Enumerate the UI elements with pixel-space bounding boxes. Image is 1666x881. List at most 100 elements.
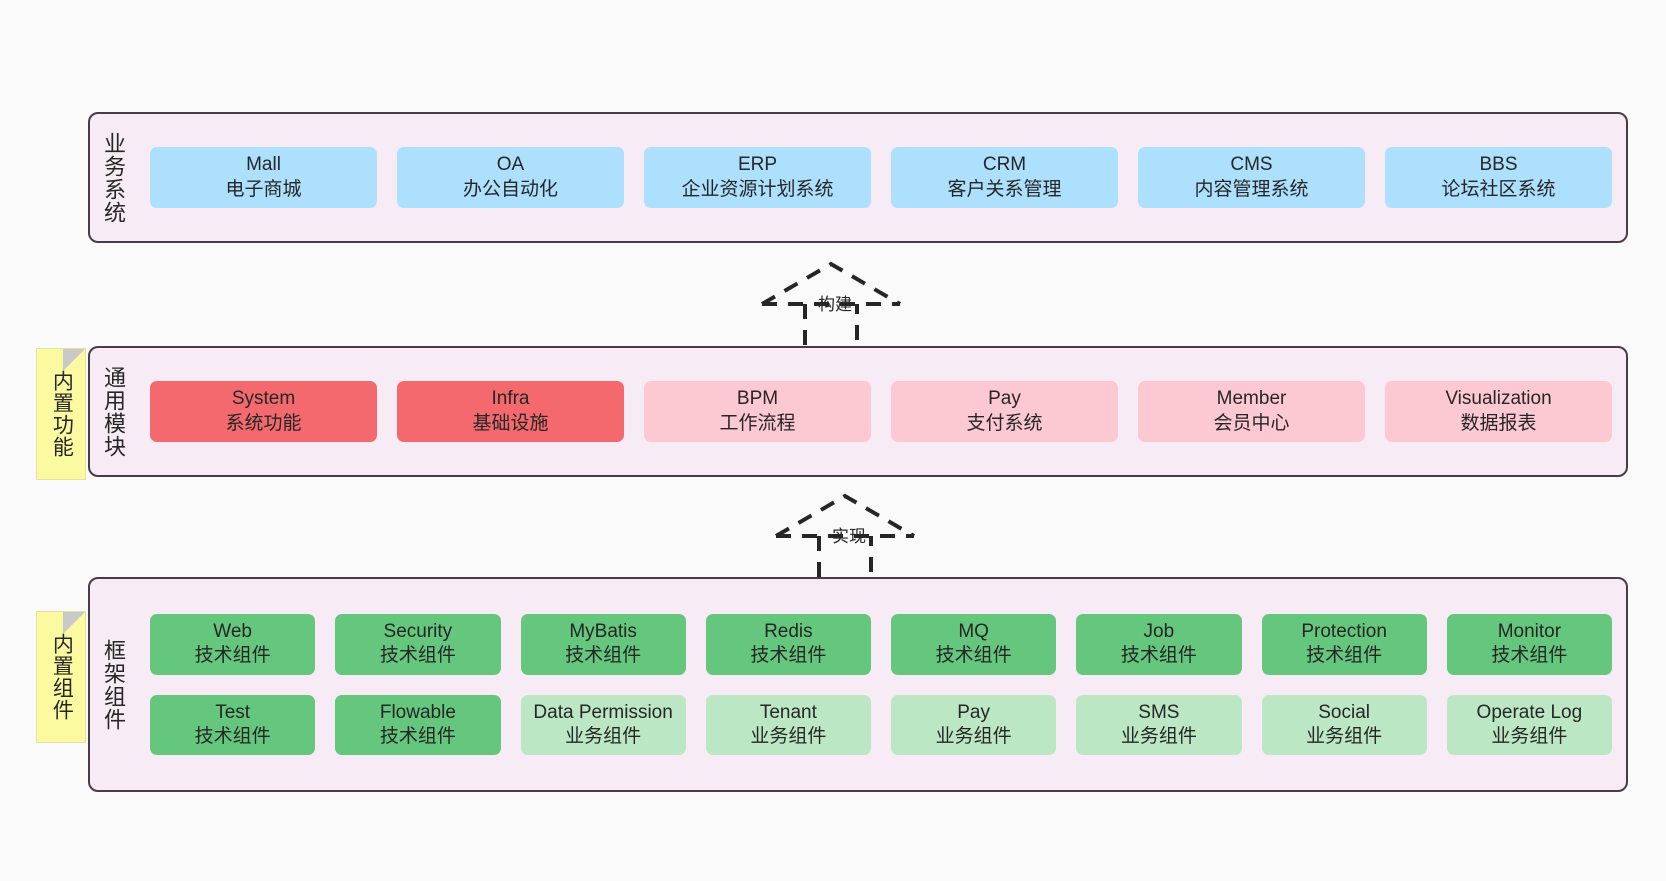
layer-common-module-body: System 系统功能 Infra 基础设施 BPM 工作流程 Pay 支付系统… bbox=[136, 348, 1626, 475]
card-subtitle: 技术组件 bbox=[565, 645, 642, 667]
card-subtitle: 工作流程 bbox=[719, 412, 796, 434]
card-crm[interactable]: CRM 客户关系管理 bbox=[891, 147, 1118, 208]
layer-business-system-title: 业务系统 bbox=[100, 131, 126, 224]
card-title: CMS bbox=[1230, 154, 1273, 176]
card-title: Protection bbox=[1301, 620, 1387, 642]
card-redis[interactable]: Redis 技术组件 bbox=[705, 613, 871, 675]
card-subtitle: 会员中心 bbox=[1213, 412, 1290, 434]
card-subtitle: 内容管理系统 bbox=[1194, 178, 1309, 200]
card-subtitle: 业务组件 bbox=[565, 725, 642, 747]
connector-build-label: 构建 bbox=[818, 295, 852, 314]
card-title: Tenant bbox=[759, 701, 817, 723]
card-title: Mall bbox=[246, 154, 281, 176]
card-title: Test bbox=[215, 701, 251, 723]
card-infra[interactable]: Infra 基础设施 bbox=[397, 381, 624, 442]
card-title: Redis bbox=[764, 620, 813, 642]
connector-build: 构建 bbox=[756, 258, 906, 350]
note-builtin-component: 内置组件 bbox=[36, 611, 86, 743]
card-row: System 系统功能 Infra 基础设施 BPM 工作流程 Pay 支付系统… bbox=[150, 381, 1612, 442]
card-subtitle: 技术组件 bbox=[379, 645, 456, 667]
card-bpm[interactable]: BPM 工作流程 bbox=[644, 381, 871, 442]
card-job[interactable]: Job 技术组件 bbox=[1076, 613, 1242, 675]
card-title: ERP bbox=[737, 154, 778, 176]
card-social[interactable]: Social 业务组件 bbox=[1261, 694, 1427, 756]
card-title: Web bbox=[213, 620, 252, 642]
card-title: Member bbox=[1216, 388, 1287, 410]
card-subtitle: 业务组件 bbox=[1120, 725, 1197, 747]
layer-common-module: 通用模块 System 系统功能 Infra 基础设施 BPM 工作流程 Pay… bbox=[88, 346, 1628, 477]
card-subtitle: 技术组件 bbox=[1491, 645, 1568, 667]
card-title: Monitor bbox=[1497, 620, 1562, 642]
card-subtitle: 业务组件 bbox=[935, 725, 1012, 747]
card-subtitle: 技术组件 bbox=[194, 645, 271, 667]
card-title: Pay bbox=[957, 701, 990, 723]
card-subtitle: 技术组件 bbox=[1306, 645, 1383, 667]
card-subtitle: 支付系统 bbox=[966, 412, 1043, 434]
card-pay[interactable]: Pay 支付系统 bbox=[891, 381, 1118, 442]
card-title: Infra bbox=[491, 388, 530, 410]
card-monitor[interactable]: Monitor 技术组件 bbox=[1446, 613, 1612, 675]
card-title: MQ bbox=[958, 620, 989, 642]
card-protection[interactable]: Protection 技术组件 bbox=[1261, 613, 1427, 675]
card-subtitle: 办公自动化 bbox=[462, 178, 558, 200]
card-subtitle: 系统功能 bbox=[225, 412, 302, 434]
layer-common-module-title: 通用模块 bbox=[100, 365, 126, 458]
card-row: Test 技术组件 Flowable 技术组件 Data Permission … bbox=[150, 694, 1612, 756]
card-data-permission[interactable]: Data Permission 业务组件 bbox=[520, 694, 686, 756]
card-subtitle: 数据报表 bbox=[1460, 412, 1537, 434]
layer-framework-component-title: 框架组件 bbox=[100, 638, 126, 731]
card-row: Web 技术组件 Security 技术组件 MyBatis 技术组件 Redi… bbox=[150, 613, 1612, 675]
card-erp[interactable]: ERP 企业资源计划系统 bbox=[644, 147, 871, 208]
card-web[interactable]: Web 技术组件 bbox=[150, 613, 316, 675]
card-title: Data Permission bbox=[533, 701, 673, 723]
card-mybatis[interactable]: MyBatis 技术组件 bbox=[520, 613, 686, 675]
card-subtitle: 技术组件 bbox=[935, 645, 1012, 667]
card-title: BPM bbox=[736, 388, 779, 410]
card-mall[interactable]: Mall 电子商城 bbox=[150, 147, 377, 208]
card-subtitle: 业务组件 bbox=[1491, 725, 1568, 747]
card-title: Pay bbox=[988, 388, 1021, 410]
card-test[interactable]: Test 技术组件 bbox=[150, 694, 316, 756]
layer-business-system: 业务系统 Mall 电子商城 OA 办公自动化 ERP 企业资源计划系统 CRM… bbox=[88, 112, 1628, 243]
card-tenant[interactable]: Tenant 业务组件 bbox=[705, 694, 871, 756]
card-visualization[interactable]: Visualization 数据报表 bbox=[1385, 381, 1612, 442]
card-title: Social bbox=[1318, 701, 1370, 723]
connector-implement: 实现 bbox=[770, 490, 920, 582]
generalization-arrowhead-icon bbox=[774, 493, 916, 538]
card-cms[interactable]: CMS 内容管理系统 bbox=[1138, 147, 1365, 208]
note-label: 内置功能 bbox=[50, 370, 74, 458]
card-mq[interactable]: MQ 技术组件 bbox=[891, 613, 1057, 675]
note-label: 内置组件 bbox=[50, 633, 74, 721]
card-subtitle: 业务组件 bbox=[1306, 725, 1383, 747]
card-subtitle: 电子商城 bbox=[225, 178, 302, 200]
card-flowable[interactable]: Flowable 技术组件 bbox=[335, 694, 501, 756]
card-pay-business[interactable]: Pay 业务组件 bbox=[891, 694, 1057, 756]
card-sms[interactable]: SMS 业务组件 bbox=[1076, 694, 1242, 756]
layer-framework-component-body: Web 技术组件 Security 技术组件 MyBatis 技术组件 Redi… bbox=[136, 579, 1626, 790]
card-system[interactable]: System 系统功能 bbox=[150, 381, 377, 442]
card-oa[interactable]: OA 办公自动化 bbox=[397, 147, 624, 208]
card-subtitle: 客户关系管理 bbox=[947, 178, 1062, 200]
card-title: BBS bbox=[1479, 154, 1518, 176]
generalization-arrowhead-icon bbox=[760, 261, 902, 306]
card-subtitle: 基础设施 bbox=[472, 412, 549, 434]
card-bbs[interactable]: BBS 论坛社区系统 bbox=[1385, 147, 1612, 208]
card-security[interactable]: Security 技术组件 bbox=[335, 613, 501, 675]
card-title: Job bbox=[1143, 620, 1175, 642]
card-title: Security bbox=[383, 620, 453, 642]
card-member[interactable]: Member 会员中心 bbox=[1138, 381, 1365, 442]
card-subtitle: 论坛社区系统 bbox=[1441, 178, 1556, 200]
connector-shaft bbox=[803, 304, 859, 350]
card-subtitle: 技术组件 bbox=[379, 725, 456, 747]
card-operate-log[interactable]: Operate Log 业务组件 bbox=[1446, 694, 1612, 756]
card-title: Operate Log bbox=[1476, 701, 1583, 723]
connector-shaft bbox=[817, 536, 873, 582]
layer-framework-component: 框架组件 Web 技术组件 Security 技术组件 MyBatis 技术组件… bbox=[88, 577, 1628, 792]
card-title: Visualization bbox=[1445, 388, 1552, 410]
card-title: MyBatis bbox=[569, 620, 637, 642]
card-subtitle: 企业资源计划系统 bbox=[681, 178, 834, 200]
card-title: SMS bbox=[1138, 701, 1180, 723]
card-row: Mall 电子商城 OA 办公自动化 ERP 企业资源计划系统 CRM 客户关系… bbox=[150, 147, 1612, 208]
connector-implement-label: 实现 bbox=[832, 527, 866, 546]
